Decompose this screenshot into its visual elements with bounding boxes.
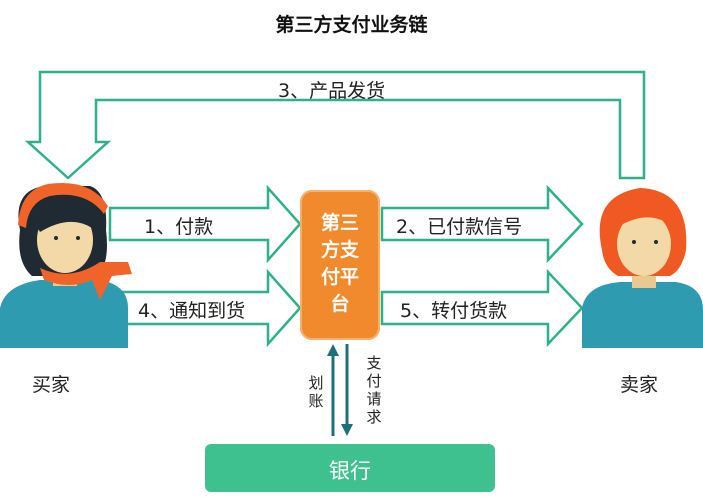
seller-avatar bbox=[582, 188, 703, 348]
paid-signal-arrow bbox=[380, 184, 584, 264]
step4-label: 4、通知到货 bbox=[138, 300, 246, 322]
payment-platform-label: 第三方支付平台 bbox=[320, 212, 359, 315]
seller-label: 卖家 bbox=[620, 374, 659, 396]
step3-label: 3、产品发货 bbox=[278, 80, 386, 102]
step1-label: 1、付款 bbox=[144, 216, 214, 238]
request-down-arrow-head bbox=[341, 424, 353, 436]
transfer-payment-arrow bbox=[380, 268, 584, 348]
notify-arrow bbox=[116, 268, 302, 348]
buyer-label: 买家 bbox=[32, 374, 71, 396]
pay-arrow bbox=[108, 184, 302, 264]
payment-platform-node: 第三方支付平台 bbox=[300, 190, 380, 340]
transfer-up-arrow-head bbox=[327, 344, 339, 356]
buyer-avatar bbox=[0, 182, 132, 348]
payment-request-label: 支付请求 bbox=[366, 354, 382, 426]
delivery-arrow bbox=[24, 70, 646, 180]
diagram-title: 第三方支付业务链 bbox=[275, 14, 428, 36]
transfer-label: 划账 bbox=[308, 374, 324, 410]
step2-label: 2、已付款信号 bbox=[396, 216, 523, 238]
bank-node: 银行 bbox=[205, 444, 495, 492]
bank-label: 银行 bbox=[329, 459, 371, 483]
step5-label: 5、转付货款 bbox=[400, 300, 508, 322]
